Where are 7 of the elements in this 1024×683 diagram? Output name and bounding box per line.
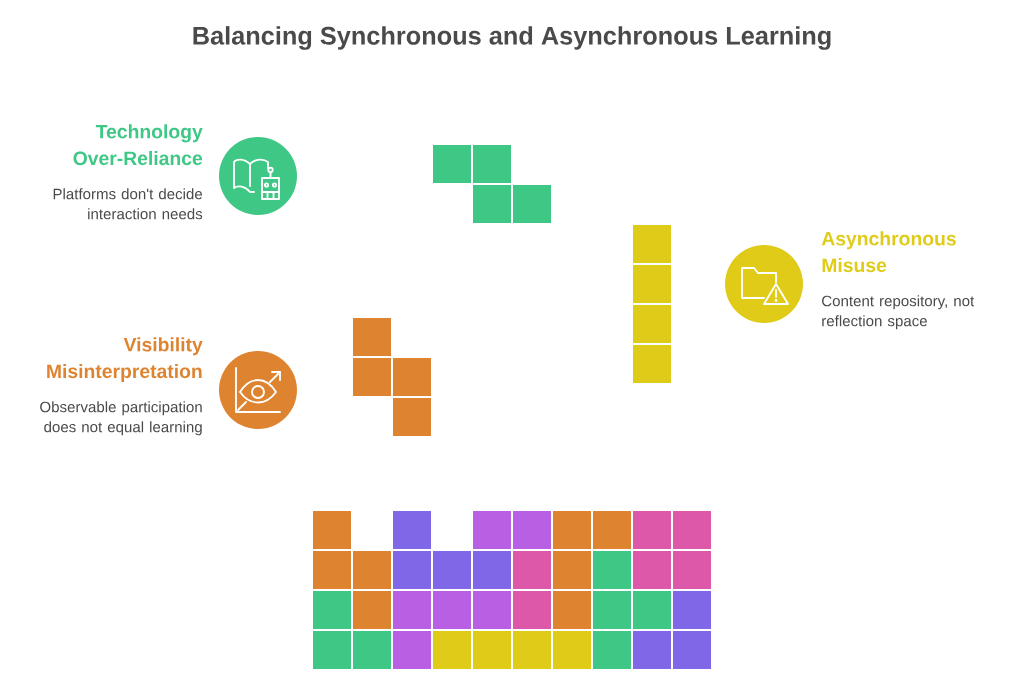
title: Balancing Synchronous and Asynchronous Learning: [193, 26, 831, 50]
description: Platforms don't decide interaction needs: [53, 188, 203, 220]
description: Observable participation does not equal learning: [40, 401, 202, 436]
heading: Technology Over-Reliance: [73, 124, 203, 166]
heading: Asynchronous Misuse: [821, 231, 956, 273]
description: Content repository, not reflection space: [822, 295, 975, 330]
heading: Visibility Misinterpretation: [47, 337, 203, 382]
